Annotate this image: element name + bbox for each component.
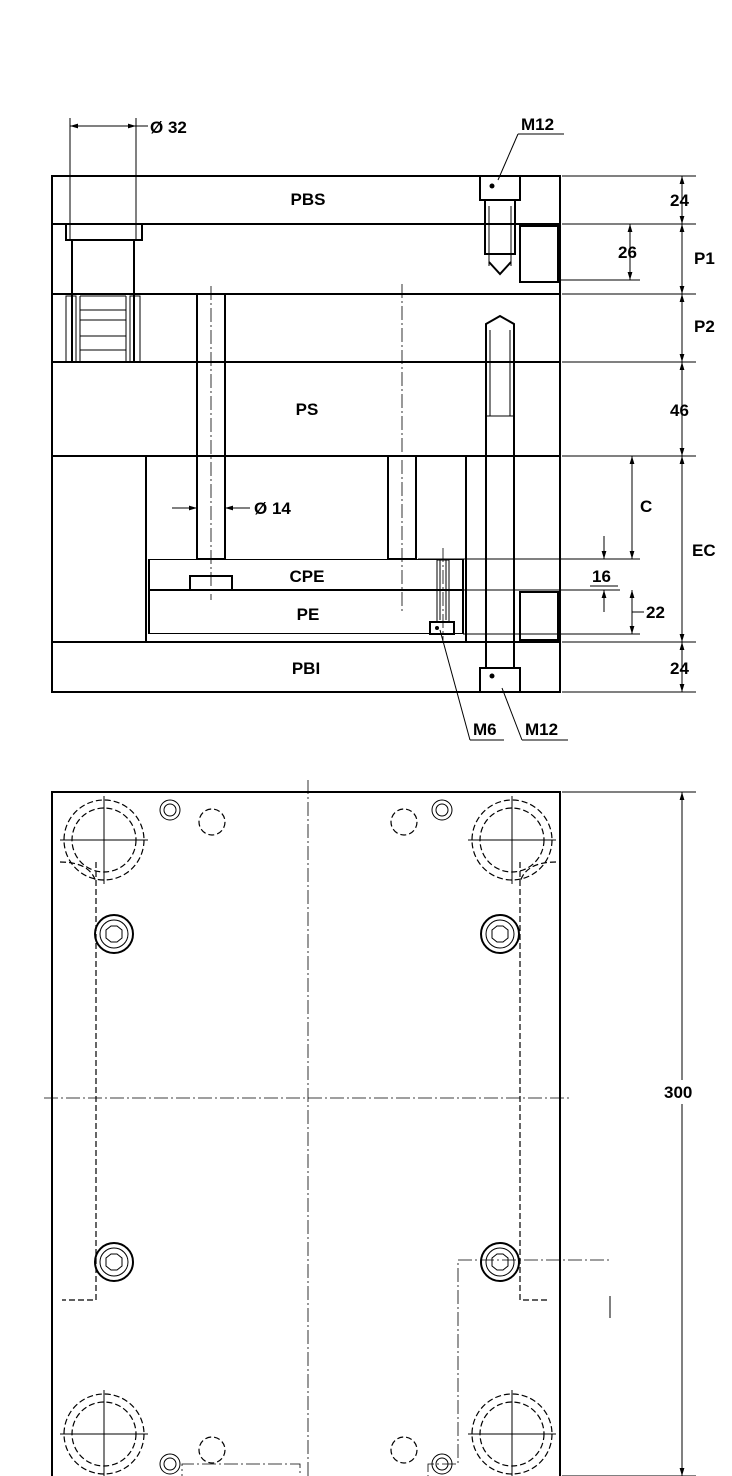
callout-top-screw: M12: [497, 115, 564, 181]
top-screw: [479, 175, 559, 283]
svg-text:M12: M12: [525, 720, 558, 739]
dim-locating-dia: Ø 32: [69, 118, 187, 240]
return-pin: [189, 286, 233, 600]
svg-text:300: 300: [664, 1083, 692, 1102]
plan-outline: [51, 791, 561, 1476]
section-view: PBS PS CPE PE PBI Ø 32 Ø 14 M12: [51, 115, 716, 741]
dim-chain-right: 24 P1 P2 46 EC 24: [562, 175, 716, 693]
svg-text:22: 22: [646, 603, 665, 622]
svg-text:P2: P2: [694, 317, 715, 336]
label-pbi: PBI: [292, 659, 320, 678]
plate-p1: [51, 223, 561, 295]
svg-text:46: 46: [670, 401, 689, 420]
svg-text:24: 24: [670, 659, 689, 678]
dim-cpe: 16: [463, 536, 620, 612]
label-ps: PS: [296, 400, 319, 419]
screw-heads: [94, 914, 520, 1282]
svg-text:EC: EC: [692, 541, 716, 560]
plate-p2: [51, 293, 561, 363]
long-screw: [479, 314, 559, 693]
plan-view: [44, 780, 612, 1476]
guide-holes: [60, 796, 556, 1476]
svg-text:M6: M6: [473, 720, 497, 739]
svg-text:Ø 14: Ø 14: [254, 499, 291, 518]
label-pe: PE: [297, 605, 320, 624]
spacer-left: [51, 455, 147, 643]
dim-pin-dia: Ø 14: [172, 499, 291, 518]
guide-bush: [65, 223, 143, 363]
dim-p1-depth: 26: [558, 224, 640, 281]
label-cpe: CPE: [290, 567, 325, 586]
svg-text:24: 24: [670, 191, 689, 210]
dim-pe: 22: [463, 590, 665, 635]
small-holes: [159, 799, 453, 1475]
svg-text:C: C: [640, 497, 652, 516]
svg-text:26: 26: [618, 243, 637, 262]
label-pbs: PBS: [291, 190, 326, 209]
dim-stroke: C: [418, 456, 652, 560]
callout-bottom-screws: M6 M12: [439, 629, 568, 741]
ejector-screw: [429, 548, 455, 640]
dim-plan-height: 300: [562, 791, 702, 1476]
svg-text:M12: M12: [521, 115, 554, 134]
svg-text:Ø 32: Ø 32: [150, 118, 187, 137]
svg-text:16: 16: [592, 567, 611, 586]
svg-text:P1: P1: [694, 249, 715, 268]
